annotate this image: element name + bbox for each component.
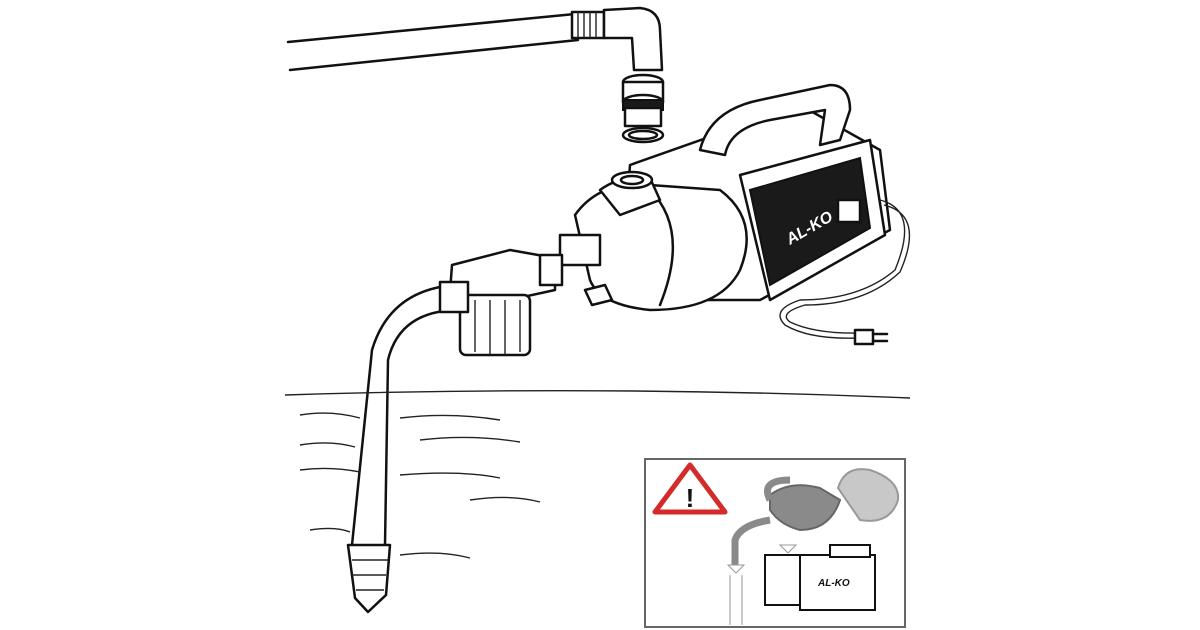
connector-fittings [621, 73, 665, 144]
power-cord [779, 199, 911, 346]
water-surface [284, 389, 911, 559]
discharge-pipe [286, 6, 664, 72]
inset-pump-logo: AL-KO [817, 578, 850, 589]
warning-triangle-icon [652, 462, 728, 515]
garden-pump: AL-KO [558, 83, 892, 312]
warning-exclamation: ! [686, 483, 695, 513]
suction-hose [346, 280, 470, 614]
priming-warning-inset: ! AL-KO [644, 458, 906, 628]
